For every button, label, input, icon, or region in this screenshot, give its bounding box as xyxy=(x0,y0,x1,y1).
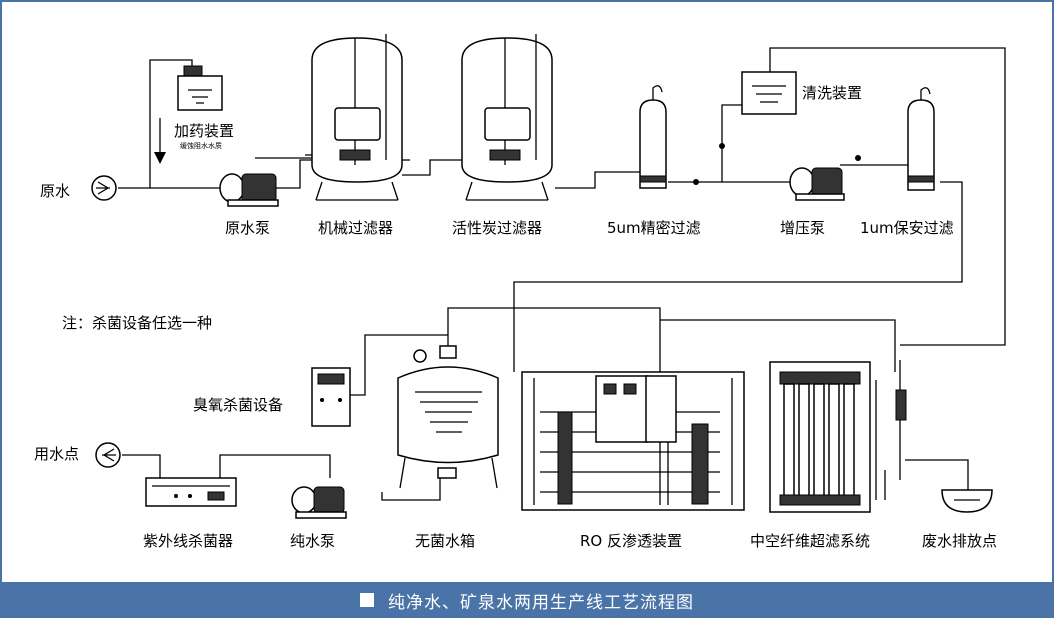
label-booster-pump: 增压泵 xyxy=(780,219,825,237)
ro-system-shape xyxy=(521,371,745,511)
label-uf: 中空纤维超滤系统 xyxy=(750,532,870,550)
drain-shape xyxy=(941,489,993,513)
raw-pump-shape xyxy=(219,173,279,207)
label-dosing-sub: 缓蚀阻水水质 xyxy=(180,141,222,150)
pure-pump-shape xyxy=(291,486,347,519)
ozone-generator-shape xyxy=(311,367,351,427)
label-tank: 无菌水箱 xyxy=(415,532,475,550)
dosing-device xyxy=(154,65,223,164)
label-raw-pump: 原水泵 xyxy=(225,219,270,237)
label-note: 注：杀菌设备任选一种 xyxy=(62,314,212,332)
label-dosing: 加药装置 xyxy=(174,122,234,140)
label-carbon-filter: 活性炭过滤器 xyxy=(452,219,542,237)
uv-sterilizer-shape xyxy=(145,477,237,507)
label-precision-filter: 5um精密过滤 xyxy=(607,219,701,237)
pipe-network xyxy=(118,47,1006,501)
label-mech-filter: 机械过滤器 xyxy=(318,219,393,237)
label-drain: 废水排放点 xyxy=(922,532,997,550)
sterile-tank-shape xyxy=(397,345,499,489)
caption-title: 纯净水、矿泉水两用生产线工艺流程图 xyxy=(388,592,694,613)
label-raw-water: 原水 xyxy=(40,182,70,200)
label-pure-pump: 纯水泵 xyxy=(290,532,335,550)
square-icon xyxy=(360,593,374,607)
diagram-labels: 原水 加药装置 缓蚀阻水水质 原水泵 机械过滤器 活性炭过滤器 5um精密过滤 … xyxy=(34,84,997,550)
carbon-filter-shape xyxy=(461,34,553,201)
safety-filter-shape xyxy=(907,87,935,191)
uf-system-shape xyxy=(769,360,907,513)
label-cleaning: 清洗装置 xyxy=(802,84,862,102)
label-ro: RO 反渗透装置 xyxy=(580,532,682,550)
label-safety-filter: 1um保安过滤 xyxy=(860,219,954,237)
use-point-outlet xyxy=(95,442,121,468)
raw-water-inlet xyxy=(91,175,117,201)
mechanical-filter-shape xyxy=(305,34,410,201)
precision-filter-shape xyxy=(639,85,699,189)
label-uv: 紫外线杀菌器 xyxy=(143,532,233,550)
booster-pump-shape xyxy=(789,155,861,201)
process-flow-diagram: 原水 加药装置 缓蚀阻水水质 原水泵 机械过滤器 活性炭过滤器 5um精密过滤 … xyxy=(34,34,1006,550)
caption-bar: 纯净水、矿泉水两用生产线工艺流程图 xyxy=(0,582,1054,618)
cleaning-device-shape xyxy=(719,71,797,149)
label-use-point: 用水点 xyxy=(34,445,79,463)
label-ozone: 臭氧杀菌设备 xyxy=(193,396,283,414)
